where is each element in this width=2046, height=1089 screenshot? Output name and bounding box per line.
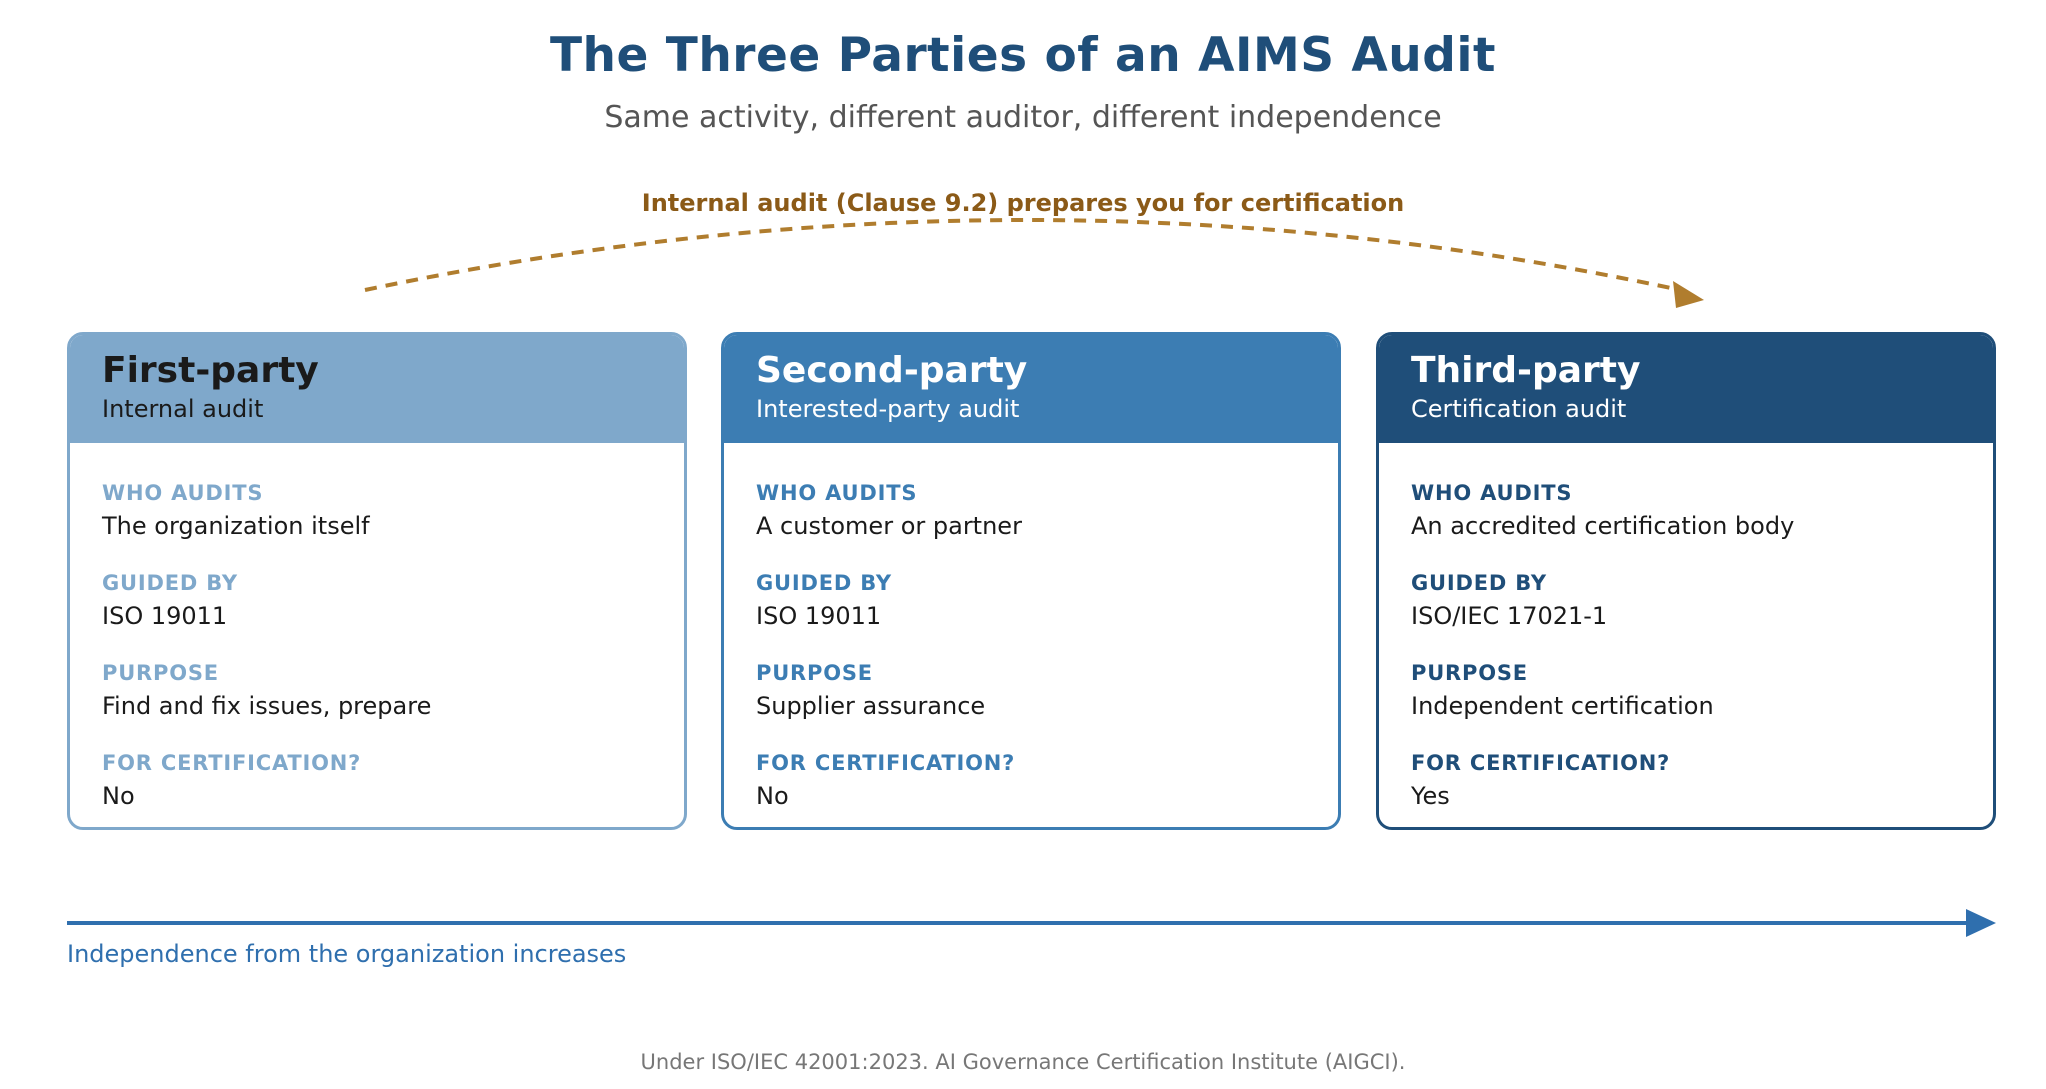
- card-title: Third-party: [1411, 350, 1641, 391]
- field-who-audits: WHO AUDITS A customer or partner: [756, 479, 1338, 569]
- field-label: WHO AUDITS: [756, 481, 918, 505]
- independence-axis-label: Independence from the organization incre…: [67, 940, 627, 968]
- field-value: ISO/IEC 17021-1: [1411, 602, 1608, 630]
- card-subtitle: Internal audit: [102, 395, 264, 423]
- field-label: WHO AUDITS: [102, 481, 264, 505]
- field-label: PURPOSE: [756, 661, 873, 685]
- card-second-party: Second-party Interested-party audit WHO …: [721, 332, 1341, 830]
- field-for-certification: FOR CERTIFICATION? No: [102, 749, 684, 827]
- field-value: The organization itself: [102, 512, 370, 540]
- field-value: A customer or partner: [756, 512, 1022, 540]
- field-value: ISO 19011: [102, 602, 228, 630]
- card-body: WHO AUDITS The organization itself GUIDE…: [70, 443, 684, 827]
- card-subtitle: Interested-party audit: [756, 395, 1020, 423]
- field-label: PURPOSE: [1411, 661, 1528, 685]
- field-label: FOR CERTIFICATION?: [102, 751, 362, 775]
- footer-note: Under ISO/IEC 42001:2023. AI Governance …: [640, 1050, 1406, 1074]
- field-value: Independent certification: [1411, 692, 1714, 720]
- field-label: GUIDED BY: [102, 571, 238, 595]
- field-label: PURPOSE: [102, 661, 219, 685]
- card-title: First-party: [102, 350, 319, 391]
- card-header: Third-party Certification audit: [1379, 335, 1993, 443]
- diagram-subtitle: Same activity, different auditor, differ…: [604, 100, 1442, 135]
- field-label: GUIDED BY: [1411, 571, 1547, 595]
- card-third-party: Third-party Certification audit WHO AUDI…: [1376, 332, 1996, 830]
- field-who-audits: WHO AUDITS The organization itself: [102, 479, 684, 569]
- field-value: No: [756, 782, 789, 810]
- field-value: Supplier assurance: [756, 692, 986, 720]
- field-label: WHO AUDITS: [1411, 481, 1573, 505]
- field-for-certification: FOR CERTIFICATION? Yes: [1411, 749, 1993, 827]
- field-value: Yes: [1411, 782, 1450, 810]
- card-header: First-party Internal audit: [70, 335, 684, 443]
- field-for-certification: FOR CERTIFICATION? No: [756, 749, 1338, 827]
- field-guided-by: GUIDED BY ISO 19011: [756, 569, 1338, 659]
- field-value: Find and fix issues, prepare: [102, 692, 432, 720]
- field-value: An accredited certification body: [1411, 512, 1795, 540]
- field-label: FOR CERTIFICATION?: [1411, 751, 1671, 775]
- card-first-party: First-party Internal audit WHO AUDITS Th…: [67, 332, 687, 830]
- card-body: WHO AUDITS A customer or partner GUIDED …: [724, 443, 1338, 827]
- card-body: WHO AUDITS An accredited certification b…: [1379, 443, 1993, 827]
- independence-axis-arrowhead: [1966, 909, 1996, 937]
- field-label: GUIDED BY: [756, 571, 892, 595]
- field-purpose: PURPOSE Supplier assurance: [756, 659, 1338, 749]
- field-purpose: PURPOSE Find and fix issues, prepare: [102, 659, 684, 749]
- field-purpose: PURPOSE Independent certification: [1411, 659, 1993, 749]
- field-label: FOR CERTIFICATION?: [756, 751, 1016, 775]
- diagram-title: The Three Parties of an AIMS Audit: [550, 28, 1496, 83]
- card-subtitle: Certification audit: [1411, 395, 1627, 423]
- card-title: Second-party: [756, 350, 1028, 391]
- field-guided-by: GUIDED BY ISO 19011: [102, 569, 684, 659]
- field-value: ISO 19011: [756, 602, 882, 630]
- field-value: No: [102, 782, 135, 810]
- field-who-audits: WHO AUDITS An accredited certification b…: [1411, 479, 1993, 569]
- arc-arrowhead: [1673, 281, 1704, 308]
- field-guided-by: GUIDED BY ISO/IEC 17021-1: [1411, 569, 1993, 659]
- arc-label: Internal audit (Clause 9.2) prepares you…: [641, 189, 1405, 217]
- arc-arrow-line: [364, 218, 1681, 292]
- card-header: Second-party Interested-party audit: [724, 335, 1338, 443]
